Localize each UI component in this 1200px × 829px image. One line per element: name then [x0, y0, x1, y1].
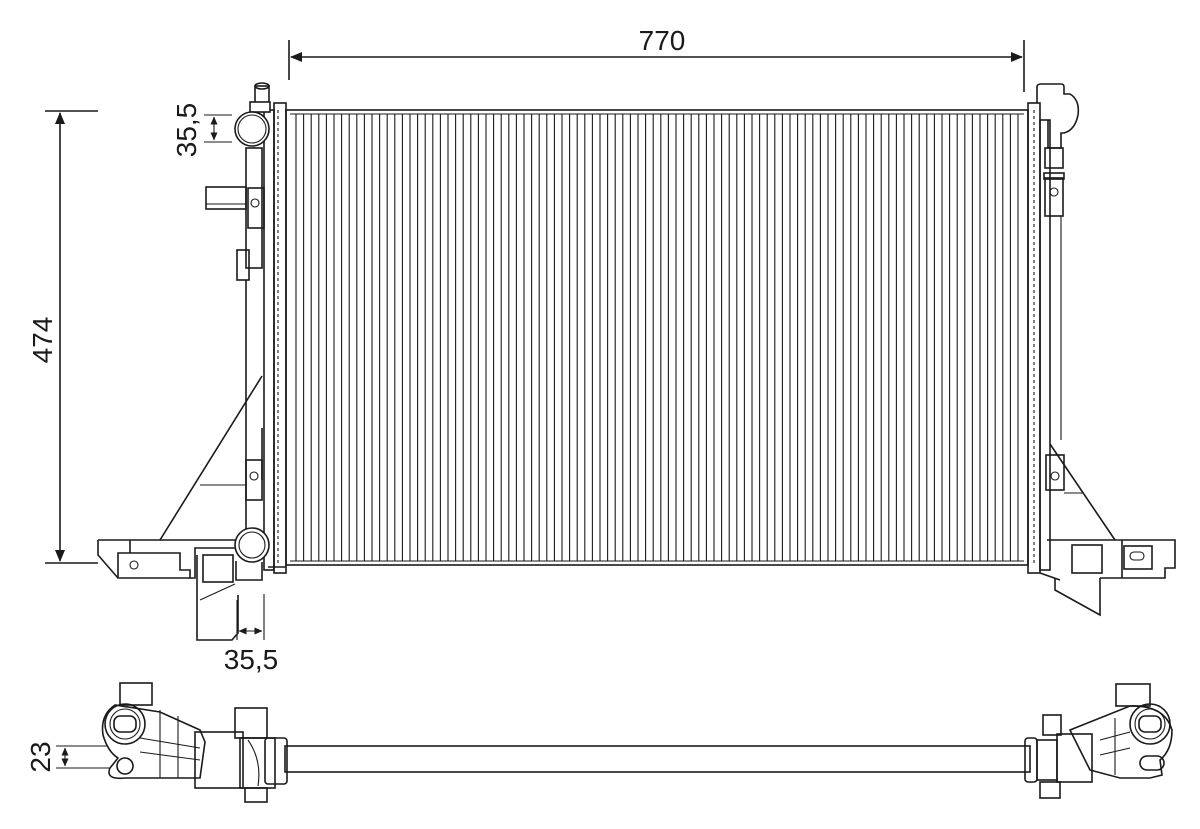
radiator-core [285, 109, 1029, 566]
cooling-fins [295, 114, 1019, 561]
dimension-width-label: 770 [639, 25, 686, 56]
dimension-width: 770 [288, 25, 1025, 92]
dimension-height-label: 474 [27, 317, 58, 364]
top-view [101, 682, 1173, 803]
dimension-depth-label: 23 [25, 741, 56, 772]
dimension-depth: 23 [25, 741, 110, 773]
dimension-height: 474 [27, 110, 98, 564]
dimension-outlet: 35,5 [224, 594, 279, 675]
dimension-inlet: 35,5 [171, 103, 232, 158]
dimension-inlet-label: 35,5 [171, 103, 202, 158]
dimension-outlet-label: 35,5 [224, 644, 279, 675]
top-view-right-end [1024, 683, 1173, 799]
left-tank [97, 82, 287, 641]
right-tank [1027, 83, 1176, 617]
top-view-left-end [101, 682, 288, 803]
